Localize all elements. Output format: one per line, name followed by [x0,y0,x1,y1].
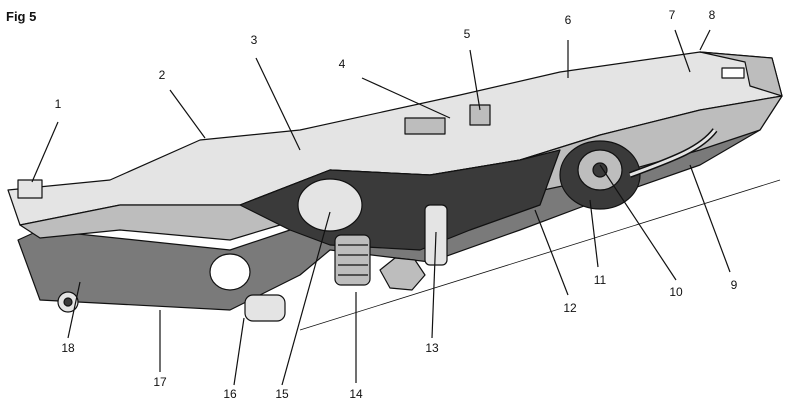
callout-18: 18 [61,341,75,355]
frame-lightening-hole [209,253,251,291]
callout-14: 14 [349,387,363,400]
callout-12: 12 [563,301,577,315]
callout-16: 16 [223,387,237,400]
callout-11: 11 [594,273,607,287]
callout-3: 3 [251,33,258,47]
callout-8: 8 [709,8,716,22]
leader-18 [67,281,81,339]
leader-10 [599,164,677,281]
callout-5: 5 [464,27,471,41]
end-damper [244,294,286,322]
callout-10: 10 [669,285,683,299]
coil-spring-stack [334,234,371,286]
callout-13: 13 [425,341,439,355]
callout-6: 6 [565,13,572,27]
figure-title: Fig 5 [6,9,36,24]
leader-7 [674,29,691,73]
callout-15: 15 [275,387,289,400]
leader-15 [281,211,331,386]
leader-9 [689,164,731,273]
ground-line [299,179,781,331]
axlebox-cover [379,257,426,291]
leader-11 [589,199,599,268]
leader-13 [431,231,437,339]
end-bracket-right [699,51,783,97]
leader-8 [699,29,711,51]
leader-1 [31,121,59,183]
top-fittings [404,117,446,135]
leader-16 [233,317,245,386]
leader-12 [534,209,569,296]
leader-lines [31,29,731,386]
callout-2: 2 [159,68,166,82]
leader-5 [469,49,481,111]
callout-17: 17 [153,375,167,389]
callout-9: 9 [731,278,738,292]
leader-4 [361,77,451,119]
callout-4: 4 [339,57,346,71]
wheel-drum [297,178,363,232]
leader-2 [169,89,206,139]
callout-7: 7 [669,8,676,22]
leader-3 [255,57,301,151]
callout-labels: 1 2 3 4 5 6 7 8 9 10 11 12 13 14 15 16 1… [55,8,738,400]
callout-1: 1 [55,97,62,111]
bogie-illustration [7,51,783,331]
end-fitting-left [17,179,43,199]
